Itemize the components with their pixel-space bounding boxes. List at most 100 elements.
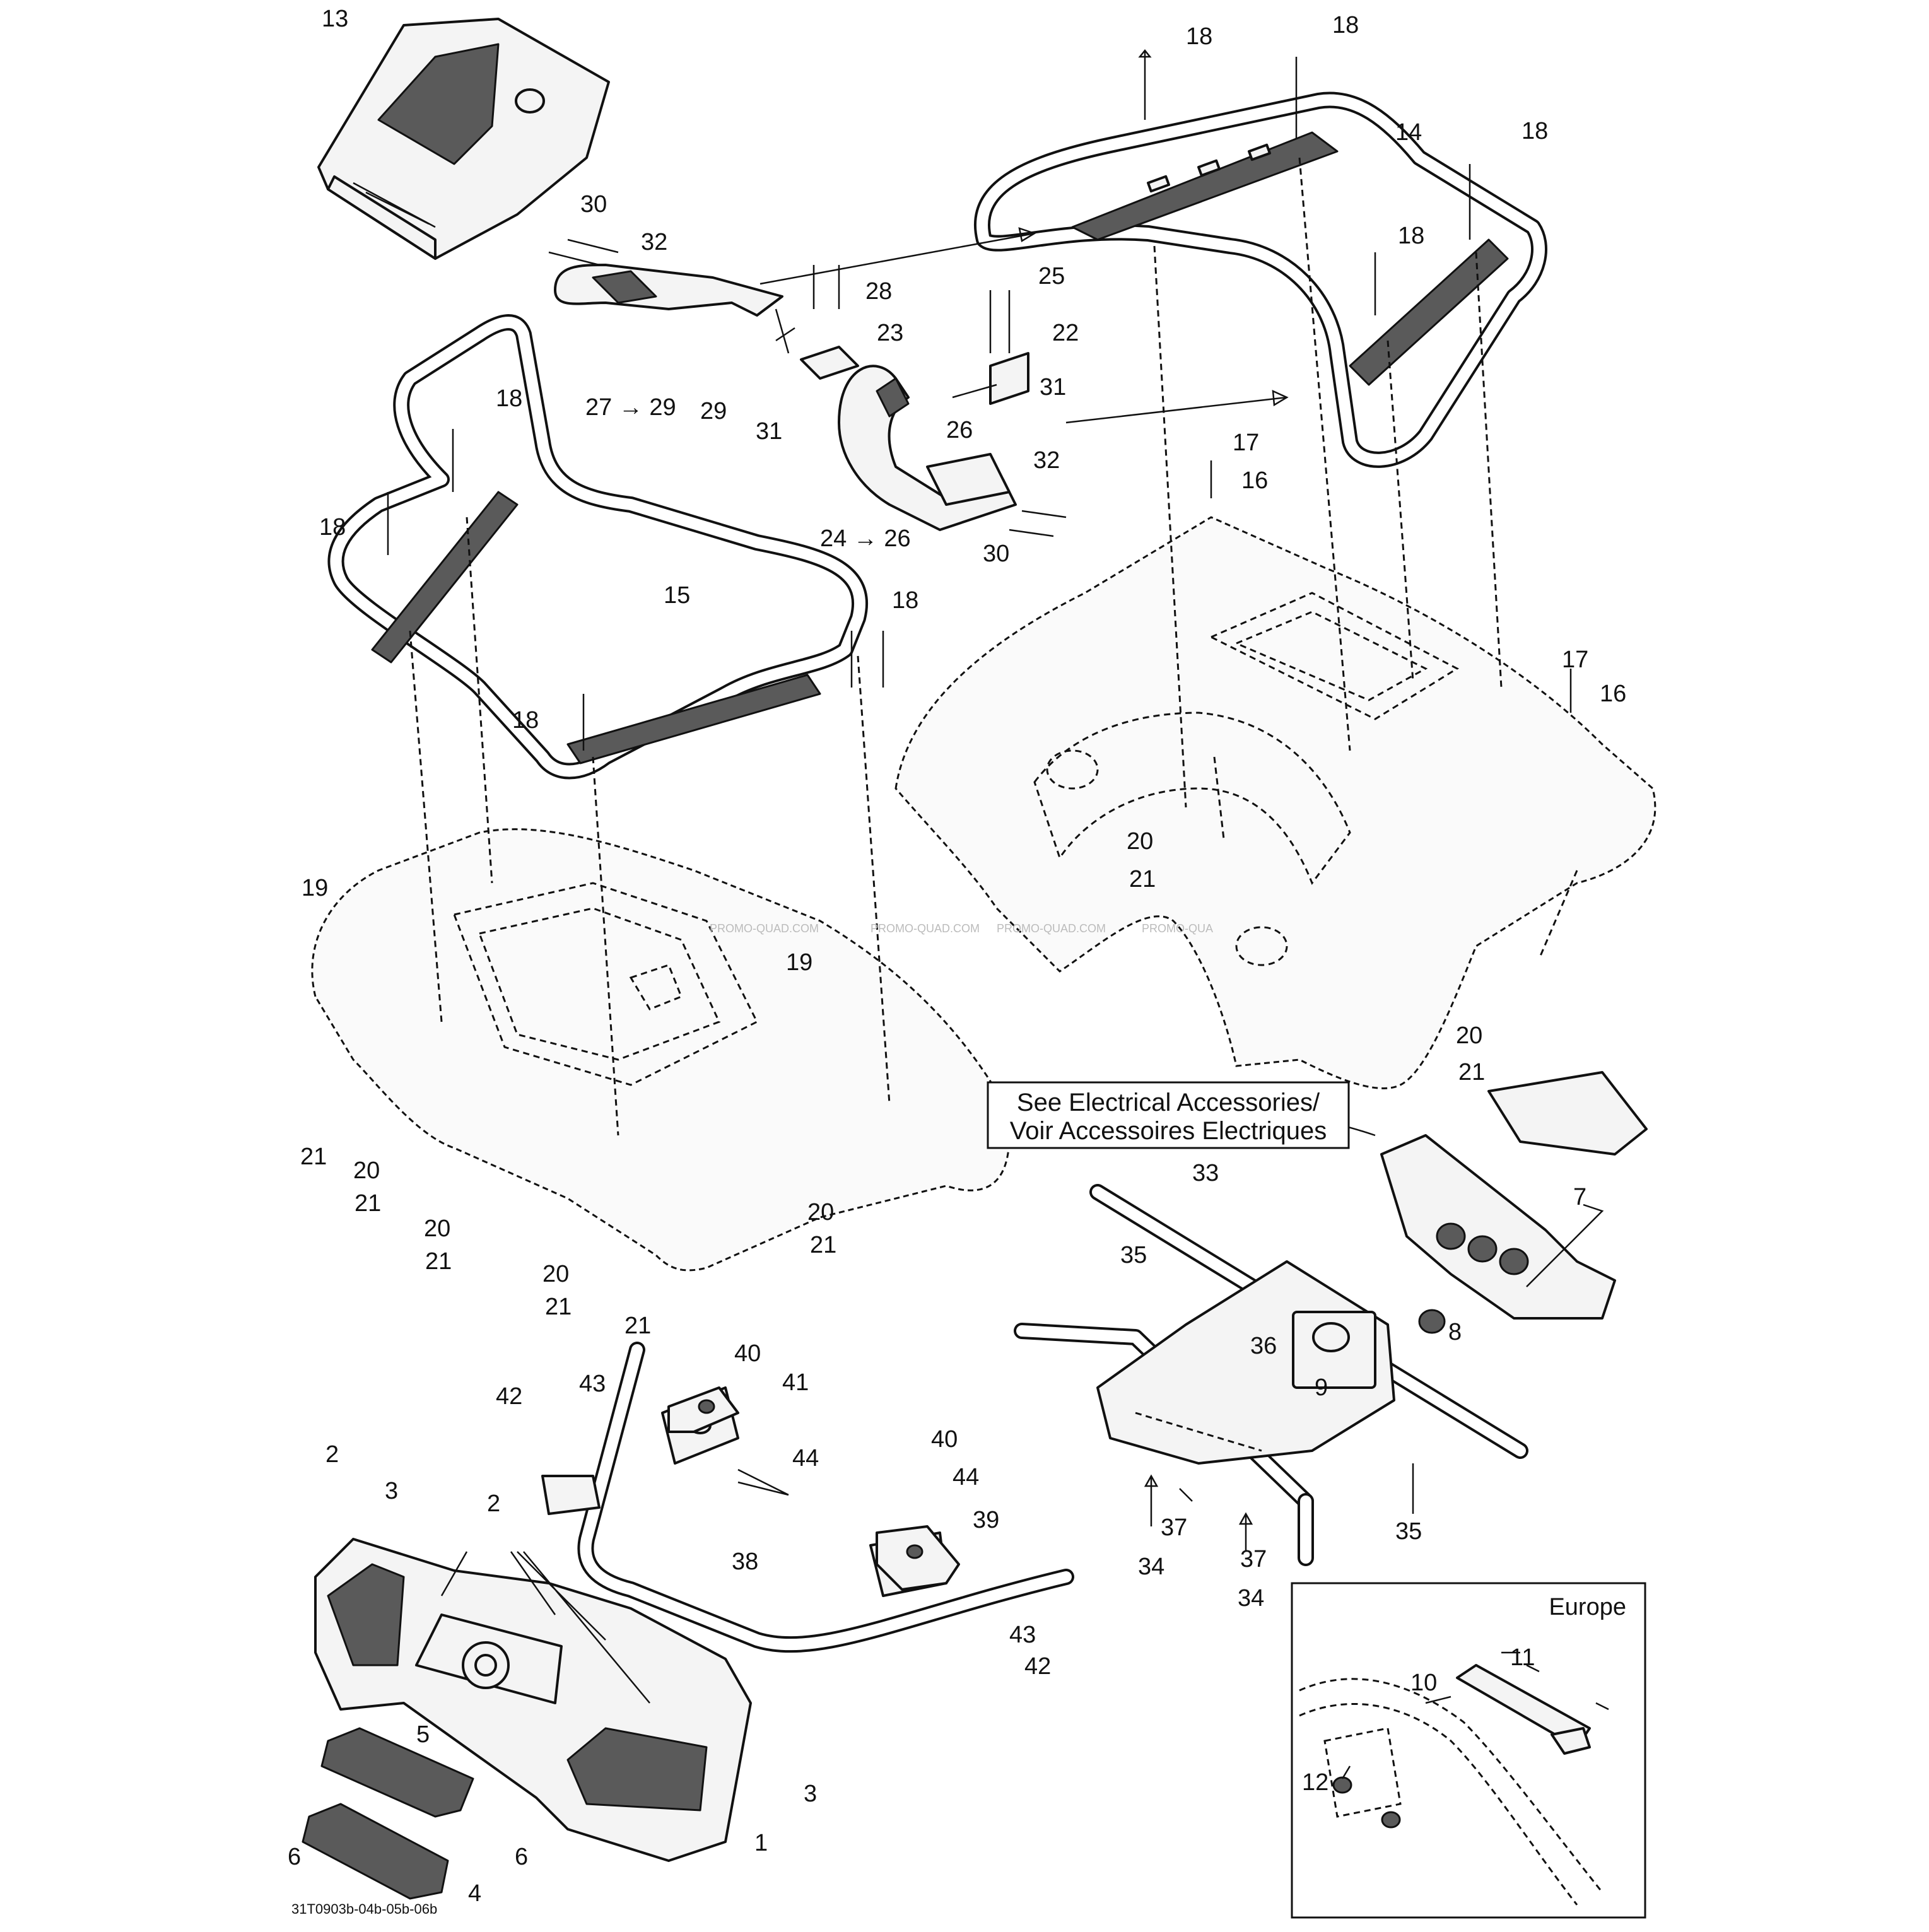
part-15-front-rack — [327, 314, 869, 780]
callout-32-b: 32 — [1033, 447, 1060, 474]
callout-31-a: 31 — [756, 418, 782, 445]
part-7-taillight-housing — [1380, 1071, 1648, 1320]
callout-38: 38 — [732, 1549, 758, 1575]
callout-16-b: 16 — [1600, 681, 1626, 707]
callout-18-h: 18 — [512, 707, 539, 734]
drawing-code: 31T0903b-04b-05b-06b — [291, 1901, 437, 1917]
callout-36: 36 — [1250, 1333, 1277, 1359]
callout-11: 11 — [1510, 1644, 1535, 1671]
callout-43-a: 43 — [579, 1371, 606, 1397]
callout-21-h: 21 — [624, 1313, 651, 1339]
callout-25: 25 — [1038, 263, 1065, 290]
callout-16-a: 16 — [1241, 467, 1268, 494]
callout-2-b: 2 — [487, 1490, 500, 1517]
callout-7: 7 — [1573, 1184, 1586, 1210]
callout-4: 4 — [468, 1880, 481, 1907]
callout-24-26: 24 → 26 — [820, 525, 911, 552]
callout-18-c: 18 — [1522, 118, 1548, 144]
callout-34-a: 34 — [1138, 1554, 1164, 1580]
front-fender-body — [311, 828, 1011, 1272]
callout-17-b: 17 — [1562, 647, 1588, 673]
assembly-lines — [409, 157, 1578, 1136]
part-8-grommet — [1418, 1309, 1446, 1334]
callout-20-b: 20 — [1456, 1022, 1482, 1049]
callout-39: 39 — [973, 1507, 999, 1533]
callout-30-a: 30 — [580, 191, 607, 218]
callout-43-b: 43 — [1009, 1622, 1036, 1648]
part-22-bracket — [989, 352, 1029, 405]
callout-26: 26 — [946, 417, 973, 443]
watermark: PROMO-QUAD.COM PROMO-QUAD.COM PROMO-QUAD… — [710, 922, 1213, 935]
callout-20-e: 20 — [807, 1199, 834, 1226]
callout-27-29: 27 → 29 — [585, 394, 676, 421]
callout-21-e: 21 — [425, 1248, 452, 1275]
callout-13: 13 — [322, 6, 348, 32]
callout-2-a: 2 — [325, 1441, 339, 1468]
callout-34-b: 34 — [1238, 1585, 1264, 1612]
callout-21-c: 21 — [300, 1144, 327, 1170]
callout-3-b: 3 — [804, 1781, 817, 1807]
svg-text:PROMO-QUAD.COM: PROMO-QUAD.COM — [997, 922, 1106, 935]
svg-text:PROMO-QUAD.COM: PROMO-QUAD.COM — [871, 922, 980, 935]
callout-35-b: 35 — [1395, 1518, 1422, 1545]
callout-8: 8 — [1448, 1319, 1462, 1345]
callout-21-a: 21 — [1129, 866, 1156, 893]
callout-18-e: 18 — [496, 385, 522, 412]
callout-30-b: 30 — [983, 541, 1009, 567]
callout-6-b: 6 — [515, 1844, 528, 1870]
callout-29: 29 — [700, 398, 727, 424]
callout-20-f: 20 — [542, 1261, 569, 1287]
callout-20-d: 20 — [424, 1215, 450, 1242]
electrical-note-line2: Voir Accessoires Electriques — [1010, 1117, 1327, 1145]
callout-21-b: 21 — [1458, 1059, 1485, 1086]
svg-text:PROMO-QUAD.COM: PROMO-QUAD.COM — [710, 922, 819, 935]
part-13-headlight-cover — [317, 18, 610, 260]
europe-inset: Europe — [1291, 1582, 1646, 1919]
callout-21-g: 21 — [545, 1294, 572, 1320]
callout-18-g: 18 — [892, 587, 918, 614]
callout-6-a: 6 — [288, 1844, 301, 1870]
callout-42-a: 42 — [496, 1383, 522, 1410]
electrical-note-line1: See Electrical Accessories/ — [1017, 1089, 1320, 1116]
svg-text:PROMO-QUA: PROMO-QUA — [1142, 922, 1213, 935]
callout-17-a: 17 — [1233, 430, 1259, 456]
callout-5: 5 — [416, 1721, 430, 1748]
callout-9: 9 — [1315, 1374, 1328, 1401]
callout-22: 22 — [1052, 320, 1079, 346]
callout-10: 10 — [1410, 1670, 1437, 1696]
callout-31-b: 31 — [1040, 374, 1066, 401]
callout-35-a: 35 — [1120, 1242, 1147, 1268]
callout-18-b: 18 — [1332, 12, 1359, 38]
part-14-rear-rack — [973, 91, 1547, 468]
callout-32-a: 32 — [641, 229, 667, 255]
callout-18-f: 18 — [319, 514, 346, 541]
part-23-bracket — [800, 346, 859, 380]
part-5-upper-grille — [320, 1727, 474, 1818]
callout-44-a: 44 — [792, 1445, 819, 1472]
part-27-rear-handle — [554, 264, 783, 317]
callout-19-b: 19 — [786, 949, 812, 976]
callout-18-d: 18 — [1398, 223, 1424, 249]
callout-42-b: 42 — [1024, 1653, 1051, 1680]
part-1-front-fascia — [314, 1538, 752, 1862]
callout-20-c: 20 — [353, 1157, 380, 1184]
part-41-bracket — [667, 1386, 739, 1433]
callout-28: 28 — [865, 278, 892, 305]
part-24-side-handle — [838, 365, 1017, 531]
callout-12: 12 — [1302, 1769, 1328, 1796]
callout-40-b: 40 — [931, 1426, 958, 1453]
electrical-note-box: See Electrical Accessories/ Voir Accesso… — [987, 1081, 1350, 1149]
callout-15: 15 — [664, 582, 690, 609]
callout-21-d: 21 — [355, 1190, 381, 1217]
part-4-lower-grille — [302, 1803, 449, 1900]
rear-fender-body — [894, 516, 1656, 1089]
callout-23: 23 — [877, 320, 903, 346]
callout-33: 33 — [1192, 1160, 1219, 1186]
callout-41: 41 — [782, 1369, 809, 1396]
callout-44-b: 44 — [953, 1464, 979, 1490]
callout-40-a: 40 — [734, 1340, 761, 1367]
inset-title: Europe — [1549, 1594, 1626, 1620]
part-33-rear-subframe — [1014, 1184, 1528, 1566]
callout-18-a: 18 — [1186, 23, 1212, 50]
fasteners — [387, 49, 1572, 1514]
